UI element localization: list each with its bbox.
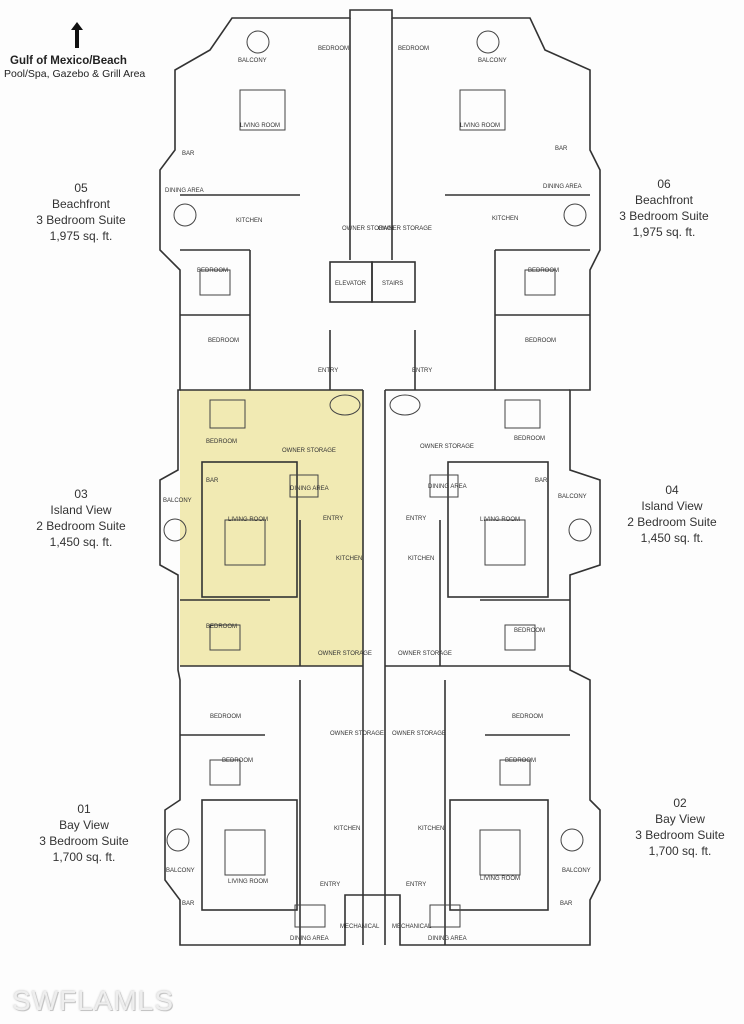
suite-number: 04 (665, 483, 679, 497)
suite-04-label: 04 Island View 2 Bedroom Suite 1,450 sq.… (612, 482, 732, 546)
suite-name: Bay View (655, 812, 705, 826)
label-bar: BAR (535, 478, 548, 484)
label-dining-area: DINING AREA (290, 936, 329, 942)
suite-type: 3 Bedroom Suite (36, 213, 126, 227)
location-subtitle: Pool/Spa, Gazebo & Grill Area (4, 68, 146, 80)
label-bedroom: BEDROOM (505, 758, 536, 764)
label-bedroom: BEDROOM (514, 628, 545, 634)
suite-area: 1,700 sq. ft. (648, 844, 712, 858)
label-owner-storage: OWNER STORAGE (398, 651, 452, 657)
label-bedroom: BEDROOM (210, 714, 241, 720)
label-bedroom: BEDROOM (206, 439, 237, 445)
label-owner-storage: OWNER STORAGE (392, 731, 446, 737)
label-living-room: LIVING ROOM (228, 517, 268, 523)
label-mechanical: MECHANICAL (392, 924, 432, 930)
label-living-room: LIVING ROOM (240, 123, 280, 129)
label-dining-area: DINING AREA (165, 188, 204, 194)
suite-03-highlight (180, 390, 363, 666)
label-bar: BAR (560, 901, 573, 907)
label-stairs: STAIRS (382, 281, 403, 287)
label-balcony: BALCONY (238, 58, 267, 64)
label-kitchen: KITCHEN (334, 826, 360, 832)
building-outline (159, 9, 601, 946)
watermark: SWFLAMLS (12, 985, 175, 1016)
label-entry: ENTRY (406, 516, 426, 522)
label-entry: ENTRY (320, 882, 340, 888)
suite-number: 06 (657, 177, 671, 191)
label-balcony: BALCONY (163, 498, 192, 504)
label-bedroom: BEDROOM (318, 46, 349, 52)
label-bedroom: BEDROOM (514, 436, 545, 442)
label-dining-area: DINING AREA (428, 936, 467, 942)
suite-type: 3 Bedroom Suite (635, 828, 725, 842)
label-kitchen: KITCHEN (418, 826, 444, 832)
suite-number: 05 (74, 181, 88, 195)
suite-name: Beachfront (51, 197, 111, 211)
label-owner-storage: OWNER STORAGE (318, 651, 372, 657)
label-bedroom: BEDROOM (222, 758, 253, 764)
label-owner-storage: OWNER STORAGE (342, 226, 396, 232)
label-kitchen: KITCHEN (236, 218, 262, 224)
label-balcony: BALCONY (478, 58, 507, 64)
suite-name: Island View (50, 503, 112, 517)
label-bar: BAR (555, 146, 568, 152)
suite-name: Bay View (59, 818, 109, 832)
suite-02-label: 02 Bay View 3 Bedroom Suite 1,700 sq. ft… (620, 795, 740, 859)
suite-area: 1,450 sq. ft. (640, 531, 704, 545)
label-living-room: LIVING ROOM (480, 876, 520, 882)
location-title: Gulf of Mexico/Beach (10, 55, 127, 67)
label-dining-area: DINING AREA (290, 486, 329, 492)
label-mechanical: MECHANICAL (340, 924, 380, 930)
suite-area: 1,975 sq. ft. (49, 229, 113, 243)
suite-05-label: 05 Beachfront 3 Bedroom Suite 1,975 sq. … (21, 180, 141, 244)
label-dining-area: DINING AREA (543, 184, 582, 190)
label-owner-storage: OWNER STORAGE (420, 444, 474, 450)
label-bedroom: BEDROOM (206, 624, 237, 630)
suite-number: 03 (74, 487, 88, 501)
label-entry: ENTRY (323, 516, 343, 522)
label-living-room: LIVING ROOM (228, 879, 268, 885)
label-kitchen: KITCHEN (408, 556, 434, 562)
suite-type: 3 Bedroom Suite (39, 834, 129, 848)
suite-area: 1,975 sq. ft. (632, 225, 696, 239)
suite-type: 2 Bedroom Suite (36, 519, 126, 533)
label-owner-storage: OWNER STORAGE (282, 448, 336, 454)
label-living-room: LIVING ROOM (460, 123, 500, 129)
suite-area: 1,700 sq. ft. (52, 850, 116, 864)
label-bar: BAR (182, 901, 195, 907)
label-living-room: LIVING ROOM (480, 517, 520, 523)
label-bedroom: BEDROOM (528, 268, 559, 274)
label-owner-storage: OWNER STORAGE (378, 226, 432, 232)
label-owner-storage: OWNER STORAGE (330, 731, 384, 737)
label-entry: ENTRY (318, 368, 338, 374)
suite-name: Beachfront (634, 193, 694, 207)
suite-name: Island View (641, 499, 703, 513)
label-bedroom: BEDROOM (398, 46, 429, 52)
suite-01-label: 01 Bay View 3 Bedroom Suite 1,700 sq. ft… (24, 801, 144, 865)
label-bar: BAR (206, 478, 219, 484)
suite-number: 02 (673, 796, 687, 810)
label-bar: BAR (182, 151, 195, 157)
suite-area: 1,450 sq. ft. (49, 535, 113, 549)
suite-03-label: 03 Island View 2 Bedroom Suite 1,450 sq.… (21, 486, 141, 550)
label-balcony: BALCONY (166, 868, 195, 874)
label-bedroom: BEDROOM (512, 714, 543, 720)
suite-type: 2 Bedroom Suite (627, 515, 717, 529)
suite-number: 01 (77, 802, 91, 816)
label-bedroom: BEDROOM (208, 338, 239, 344)
label-bedroom: BEDROOM (197, 268, 228, 274)
label-kitchen: KITCHEN (492, 216, 518, 222)
north-arrow-icon (71, 22, 83, 48)
label-kitchen: KITCHEN (336, 556, 362, 562)
label-dining-area: DINING AREA (428, 484, 467, 490)
label-elevator: ELEVATOR (335, 281, 367, 287)
suite-06-label: 06 Beachfront 3 Bedroom Suite 1,975 sq. … (604, 176, 724, 240)
label-entry: ENTRY (406, 882, 426, 888)
suite-type: 3 Bedroom Suite (619, 209, 709, 223)
label-bedroom: BEDROOM (525, 338, 556, 344)
label-balcony: BALCONY (562, 868, 591, 874)
label-entry: ENTRY (412, 368, 432, 374)
label-balcony: BALCONY (558, 494, 587, 500)
